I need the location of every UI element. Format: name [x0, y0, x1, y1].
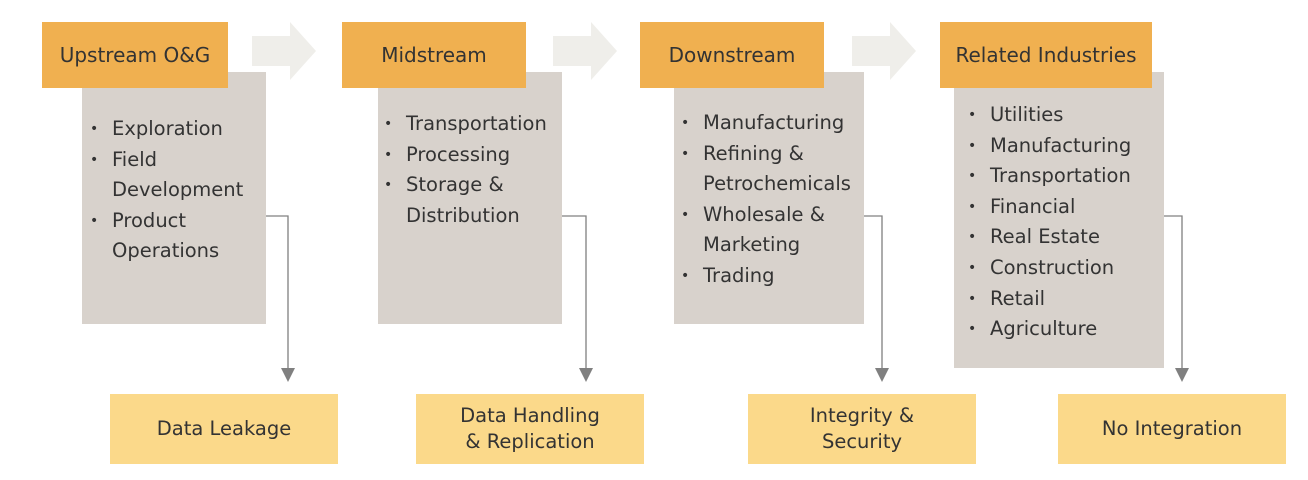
list-item: Agriculture	[968, 314, 1131, 345]
stage-upstream-item-list: Exploration Field Development Product Op…	[90, 114, 243, 267]
stage-related-header: Related Industries	[940, 22, 1152, 88]
stage-related-item-list: Utilities Manufacturing Transportation F…	[968, 100, 1131, 345]
list-item: Transportation	[968, 161, 1131, 192]
connector-downstream	[864, 215, 889, 382]
stage-related-title: Related Industries	[955, 43, 1137, 67]
stage-midstream-title: Midstream	[381, 43, 487, 67]
stage-midstream-header: Midstream	[342, 22, 526, 88]
stage-midstream-item-list: Transportation Processing Storage & Dist…	[384, 109, 547, 231]
stage-downstream-item-list: Manufacturing Refining & Petrochemicals …	[681, 108, 851, 292]
stage-downstream-header: Downstream	[640, 22, 824, 88]
list-item: Wholesale &	[681, 200, 851, 231]
list-item: Exploration	[90, 114, 243, 145]
outcome-upstream-label: Data Leakage	[156, 417, 292, 440]
stage-upstream-panel: Exploration Field Development Product Op…	[82, 72, 266, 324]
list-item: Marketing	[703, 233, 801, 257]
outcome-midstream-label: Data Handling & Replication	[460, 404, 600, 453]
connector-midstream	[562, 215, 593, 382]
stage-midstream-panel: Transportation Processing Storage & Dist…	[378, 72, 562, 324]
list-item: Trading	[681, 261, 851, 292]
outcome-downstream-label: Integrity & Security	[809, 404, 915, 453]
connector-upstream	[266, 215, 295, 382]
list-item: Retail	[968, 284, 1131, 315]
list-item: Utilities	[968, 100, 1131, 131]
list-item: Storage &	[384, 170, 547, 201]
list-item: Distribution	[406, 203, 520, 227]
list-item: Manufacturing	[968, 131, 1131, 162]
list-item: Processing	[384, 140, 547, 171]
flow-arrow-1	[252, 22, 316, 80]
list-item: Field	[90, 145, 243, 176]
list-item: Transportation	[384, 109, 547, 140]
outcome-upstream: Data Leakage	[110, 394, 338, 464]
list-item: Refining &	[681, 139, 851, 170]
outcome-related-label: No Integration	[1101, 417, 1243, 440]
flow-arrow-3	[852, 22, 916, 80]
list-item: Real Estate	[968, 222, 1131, 253]
list-item: Construction	[968, 253, 1131, 284]
list-item: Development	[112, 178, 244, 202]
outcome-midstream: Data Handling & Replication	[416, 394, 644, 464]
stage-upstream-header: Upstream O&G	[42, 22, 228, 88]
stage-related-panel: Utilities Manufacturing Transportation F…	[954, 72, 1164, 368]
flow-arrow-2	[553, 22, 617, 80]
list-item: Operations	[112, 239, 220, 263]
list-item: Manufacturing	[681, 108, 851, 139]
list-item: Product	[90, 206, 243, 237]
list-item: Financial	[968, 192, 1131, 223]
stage-upstream-title: Upstream O&G	[59, 43, 211, 67]
connector-related	[1164, 215, 1189, 382]
outcome-downstream: Integrity & Security	[748, 394, 976, 464]
outcome-related: No Integration	[1058, 394, 1286, 464]
stage-downstream-title: Downstream	[668, 43, 796, 67]
stage-downstream-panel: Manufacturing Refining & Petrochemicals …	[674, 72, 864, 324]
list-item: Petrochemicals	[703, 172, 851, 196]
